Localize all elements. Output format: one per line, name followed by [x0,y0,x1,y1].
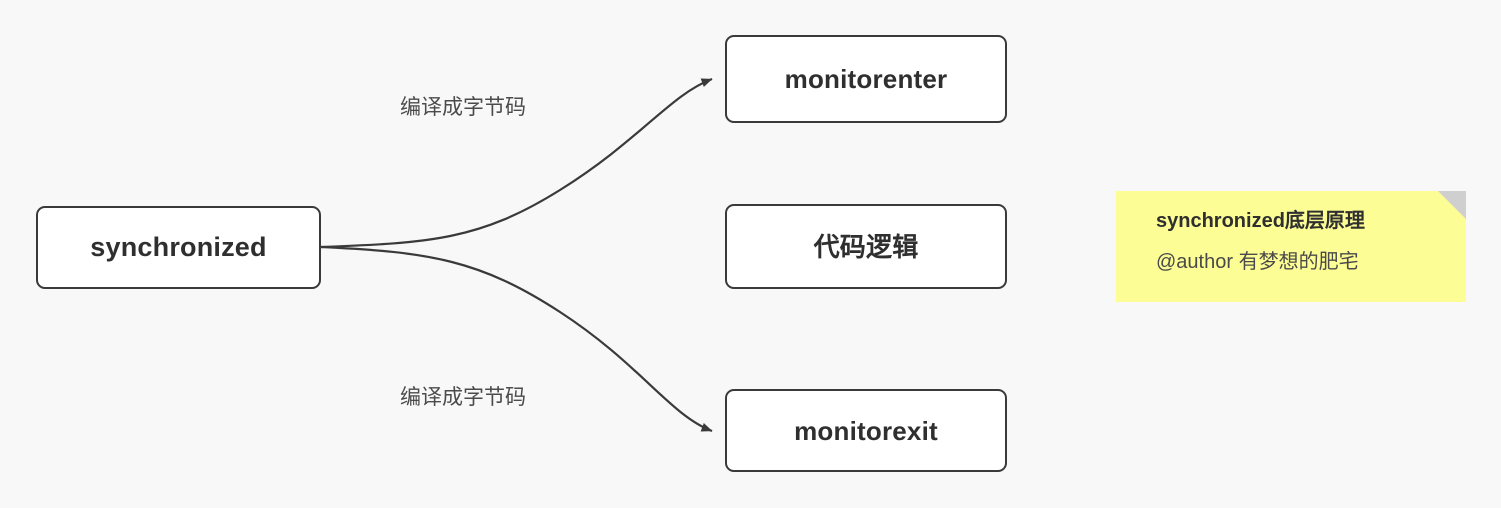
sticky-note-author: @author 有梦想的肥宅 [1156,251,1359,273]
edge-label-monitorenter: 编译成字节码 [400,96,526,119]
node-label: monitorexit [794,415,938,446]
sticky-note[interactable]: synchronized底层原理 @author 有梦想的肥宅 [1116,191,1466,302]
node-label: 代码逻辑 [813,231,919,262]
node-monitorexit[interactable]: monitorexit [725,389,1007,472]
node-monitorenter[interactable]: monitorenter [725,35,1007,123]
node-label: synchronized [90,232,267,262]
node-code-logic[interactable]: 代码逻辑 [725,204,1007,289]
node-label: monitorenter [784,64,948,94]
node-synchronized[interactable]: synchronized [36,206,321,289]
sticky-note-fold-corner [1438,191,1466,219]
edge-label-monitorexit: 编译成字节码 [400,386,526,409]
sticky-note-title: synchronized底层原理 [1156,210,1365,232]
